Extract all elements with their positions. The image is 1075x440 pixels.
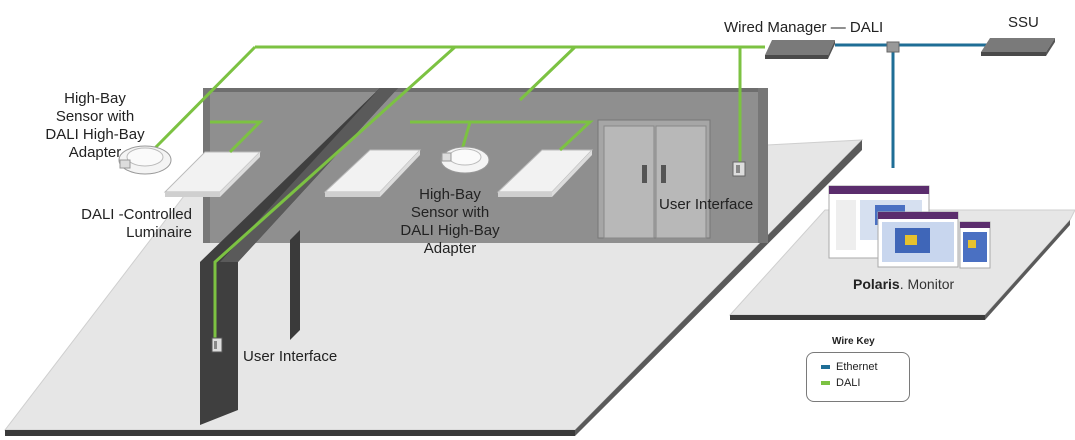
brand-product: Monitor <box>907 276 955 292</box>
luminaire-label-line1: DALI -Controlled <box>81 206 192 223</box>
wired-manager-device <box>765 40 835 59</box>
sensor-left-label: High-Bay Sensor with DALI High-Bay Adapt… <box>40 90 150 162</box>
user-interface-bottom-device <box>211 337 223 353</box>
sensor-left-icon <box>118 145 172 175</box>
wire-key-legend: Ethernet DALI <box>806 352 910 402</box>
sensor-left-label-line4: Adapter <box>68 144 122 161</box>
luminaire-left <box>163 151 262 197</box>
sensor-center-label-line2: Sensor with <box>410 204 490 221</box>
ssu-label: SSU <box>1008 14 1039 31</box>
dali-wiring <box>153 45 765 340</box>
user-interface-right-device <box>732 161 746 177</box>
double-door <box>597 119 711 239</box>
sensor-center-label: High-Bay Sensor with DALI High-Bay Adapt… <box>395 186 505 258</box>
ethernet-wiring <box>835 43 990 168</box>
wire-key-dali-label: DALI <box>836 377 861 389</box>
sensor-left-label-line2: Sensor with <box>55 108 135 125</box>
luminaire-right <box>496 149 594 197</box>
sensor-left-label-line3: DALI High-Bay <box>45 126 145 143</box>
brand-dot: . <box>899 276 904 292</box>
sensor-center-icon <box>440 146 490 174</box>
wire-key-ethernet: Ethernet <box>821 361 878 373</box>
dali-swatch-icon <box>821 381 830 385</box>
user-interface-bottom-label: User Interface <box>243 348 338 365</box>
polaris-monitor-logo: Polaris. Monitor <box>853 276 954 292</box>
sensor-center-label-line1: High-Bay <box>419 186 481 203</box>
wired-manager-label: Wired Manager — DALI <box>724 19 884 36</box>
sensor-center-label-line3: DALI High-Bay <box>400 222 500 239</box>
luminaire-label: DALI -Controlled Luminaire <box>50 206 192 242</box>
luminaire-label-line2: Luminaire <box>126 224 192 241</box>
user-interface-right-label: User Interface <box>659 196 754 213</box>
sensor-left-label-line1: High-Bay <box>64 90 126 107</box>
ethernet-switch-icon <box>886 41 900 53</box>
monitor-screens <box>828 185 991 269</box>
ethernet-swatch-icon <box>821 365 830 369</box>
brand-name: Polaris <box>853 276 900 292</box>
wire-key-ethernet-label: Ethernet <box>836 361 878 373</box>
luminaire-center <box>323 149 422 197</box>
wire-key-dali: DALI <box>821 377 860 389</box>
sensor-center-label-line4: Adapter <box>423 240 477 257</box>
ssu-device <box>981 38 1055 56</box>
wire-key-title: Wire Key <box>832 336 875 347</box>
